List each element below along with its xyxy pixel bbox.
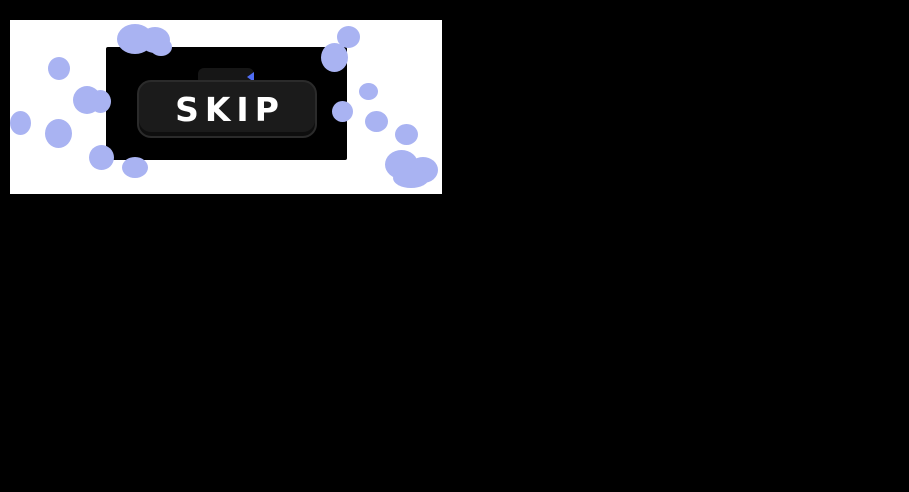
cursor-icon bbox=[247, 72, 254, 82]
dialog-overlay: SKIP bbox=[106, 47, 347, 160]
game-panel: SKIP bbox=[10, 20, 442, 194]
skip-button[interactable]: SKIP bbox=[137, 80, 317, 138]
